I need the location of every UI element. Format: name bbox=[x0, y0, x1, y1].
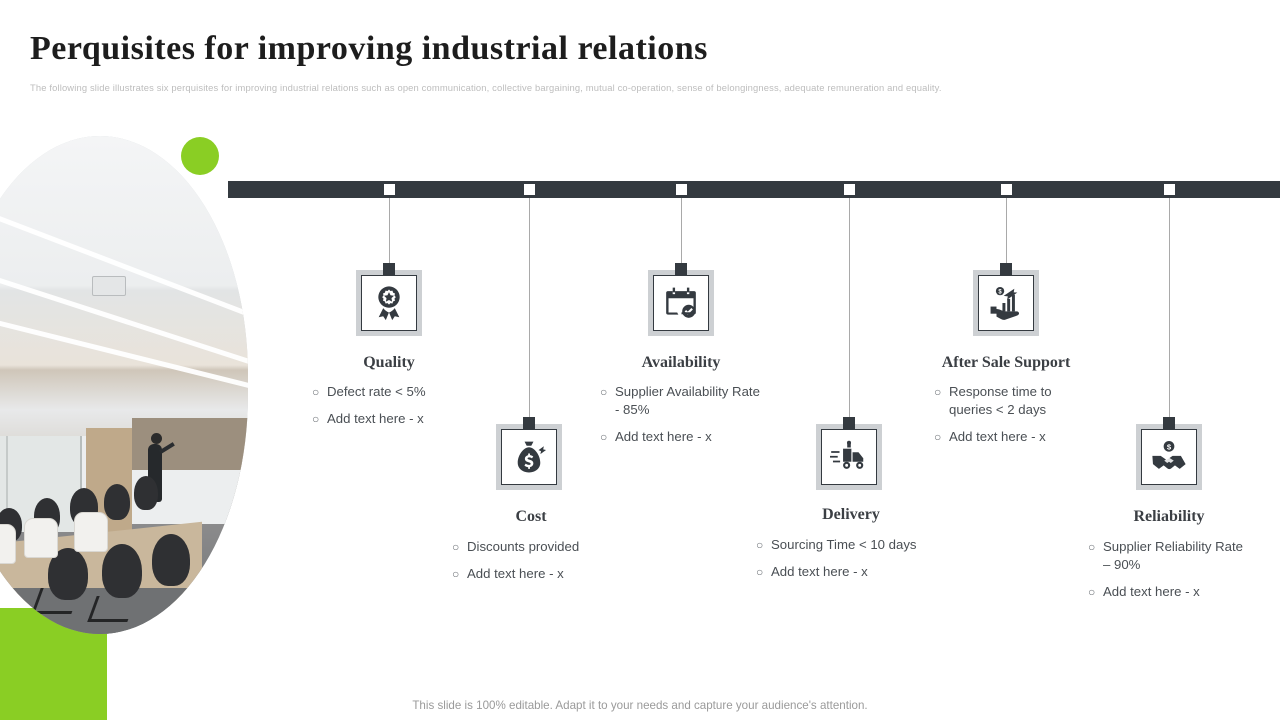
bullet-marker-icon: ○ bbox=[600, 385, 608, 399]
timeline-marker-reliability bbox=[1164, 184, 1175, 195]
connector-line-after-sale-support bbox=[1006, 196, 1007, 272]
hand-growth-chart-icon: $ bbox=[990, 286, 1020, 320]
money-bag-icon bbox=[517, 441, 547, 473]
bullet-marker-icon: ○ bbox=[934, 385, 942, 399]
list-item: ○ Add text here - x bbox=[452, 566, 564, 582]
svg-text:$: $ bbox=[1167, 442, 1172, 451]
bullet-marker-icon: ○ bbox=[756, 538, 764, 552]
bullet-marker-icon: ○ bbox=[756, 565, 764, 580]
timeline-marker-quality bbox=[384, 184, 395, 195]
conference-room-photo bbox=[0, 136, 248, 634]
bullet-list-availability: ○ Supplier Availability Rate - 85% ○ Add… bbox=[600, 383, 762, 456]
list-item: ○ Add text here - x bbox=[934, 429, 1046, 445]
list-item: ○ Add text here - x bbox=[312, 411, 424, 427]
list-item: ○ Discounts provided bbox=[452, 539, 580, 554]
delivery-truck-icon bbox=[830, 440, 864, 469]
list-item: ○ Add text here - x bbox=[600, 429, 712, 445]
bullet-marker-icon: ○ bbox=[600, 430, 608, 445]
list-item: ○ Response time to queries < 2 days bbox=[934, 384, 1052, 418]
pin-square-icon bbox=[843, 417, 855, 429]
list-item: ○ Add text here - x bbox=[1088, 584, 1200, 600]
bullet-list-delivery: ○ Sourcing Time < 10 days ○ Add text her… bbox=[756, 536, 956, 590]
connector-line-availability bbox=[681, 196, 682, 272]
bullet-list-reliability: ○ Supplier Reliability Rate – 90% ○ Add … bbox=[1088, 538, 1248, 611]
connector-line-cost bbox=[529, 196, 530, 426]
connector-line-quality bbox=[389, 196, 390, 272]
timeline-marker-after-sale-support bbox=[1001, 184, 1012, 195]
node-title-after-sale-support: After Sale Support bbox=[941, 354, 1071, 371]
icon-frame-delivery bbox=[816, 417, 882, 490]
svg-text:$: $ bbox=[998, 290, 1002, 296]
list-item: ○ Supplier Availability Rate - 85% bbox=[600, 384, 760, 418]
award-ribbon-icon bbox=[378, 286, 400, 321]
timeline-marker-cost bbox=[524, 184, 535, 195]
pin-square-icon bbox=[523, 417, 535, 429]
icon-frame-after-sale-support: $ bbox=[973, 263, 1039, 336]
node-title-quality: Quality bbox=[363, 354, 415, 371]
connector-line-reliability bbox=[1169, 196, 1170, 426]
calendar-check-icon bbox=[666, 287, 696, 318]
bullet-marker-icon: ○ bbox=[312, 385, 320, 399]
pin-square-icon bbox=[1000, 263, 1012, 275]
bullet-list-cost: ○ Discounts provided ○ Add text here - x bbox=[452, 538, 630, 592]
bullet-list-after-sale-support: ○ Response time to queries < 2 days ○ Ad… bbox=[934, 383, 1094, 456]
green-circle-accent bbox=[181, 137, 219, 175]
list-item: ○ Supplier Reliability Rate – 90% bbox=[1088, 539, 1244, 573]
list-item: ○ Add text here - x bbox=[756, 564, 868, 580]
icon-frame-availability bbox=[648, 263, 714, 336]
bullet-marker-icon: ○ bbox=[1088, 585, 1096, 600]
icon-frame-cost bbox=[496, 417, 562, 490]
bullet-list-quality: ○ Defect rate < 5% ○ Add text here - x bbox=[312, 383, 480, 437]
list-item: ○ Defect rate < 5% bbox=[312, 384, 426, 399]
footer-note: This slide is 100% editable. Adapt it to… bbox=[412, 699, 868, 712]
pin-square-icon bbox=[1163, 417, 1175, 429]
bullet-marker-icon: ○ bbox=[312, 412, 320, 427]
icon-frame-quality bbox=[356, 263, 422, 336]
page-subtitle: The following slide illustrates six perq… bbox=[30, 82, 942, 93]
page-title: Perquisites for improving industrial rel… bbox=[30, 30, 708, 67]
list-item: ○ Sourcing Time < 10 days bbox=[756, 537, 917, 552]
node-title-availability: Availability bbox=[641, 354, 721, 371]
timeline-marker-availability bbox=[676, 184, 687, 195]
bullet-marker-icon: ○ bbox=[452, 567, 460, 582]
icon-frame-reliability: $ bbox=[1136, 417, 1202, 490]
node-title-reliability: Reliability bbox=[1133, 508, 1205, 525]
bullet-marker-icon: ○ bbox=[452, 540, 460, 554]
node-title-delivery: Delivery bbox=[822, 506, 880, 523]
timeline-bar bbox=[228, 181, 1280, 198]
pin-square-icon bbox=[675, 263, 687, 275]
bullet-marker-icon: ○ bbox=[1088, 540, 1096, 554]
decorative-artwork bbox=[0, 118, 250, 720]
connector-line-delivery bbox=[849, 196, 850, 426]
handshake-coin-icon: $ bbox=[1152, 440, 1186, 470]
node-title-cost: Cost bbox=[515, 508, 547, 525]
bullet-marker-icon: ○ bbox=[934, 430, 942, 445]
timeline-marker-delivery bbox=[844, 184, 855, 195]
pin-square-icon bbox=[383, 263, 395, 275]
